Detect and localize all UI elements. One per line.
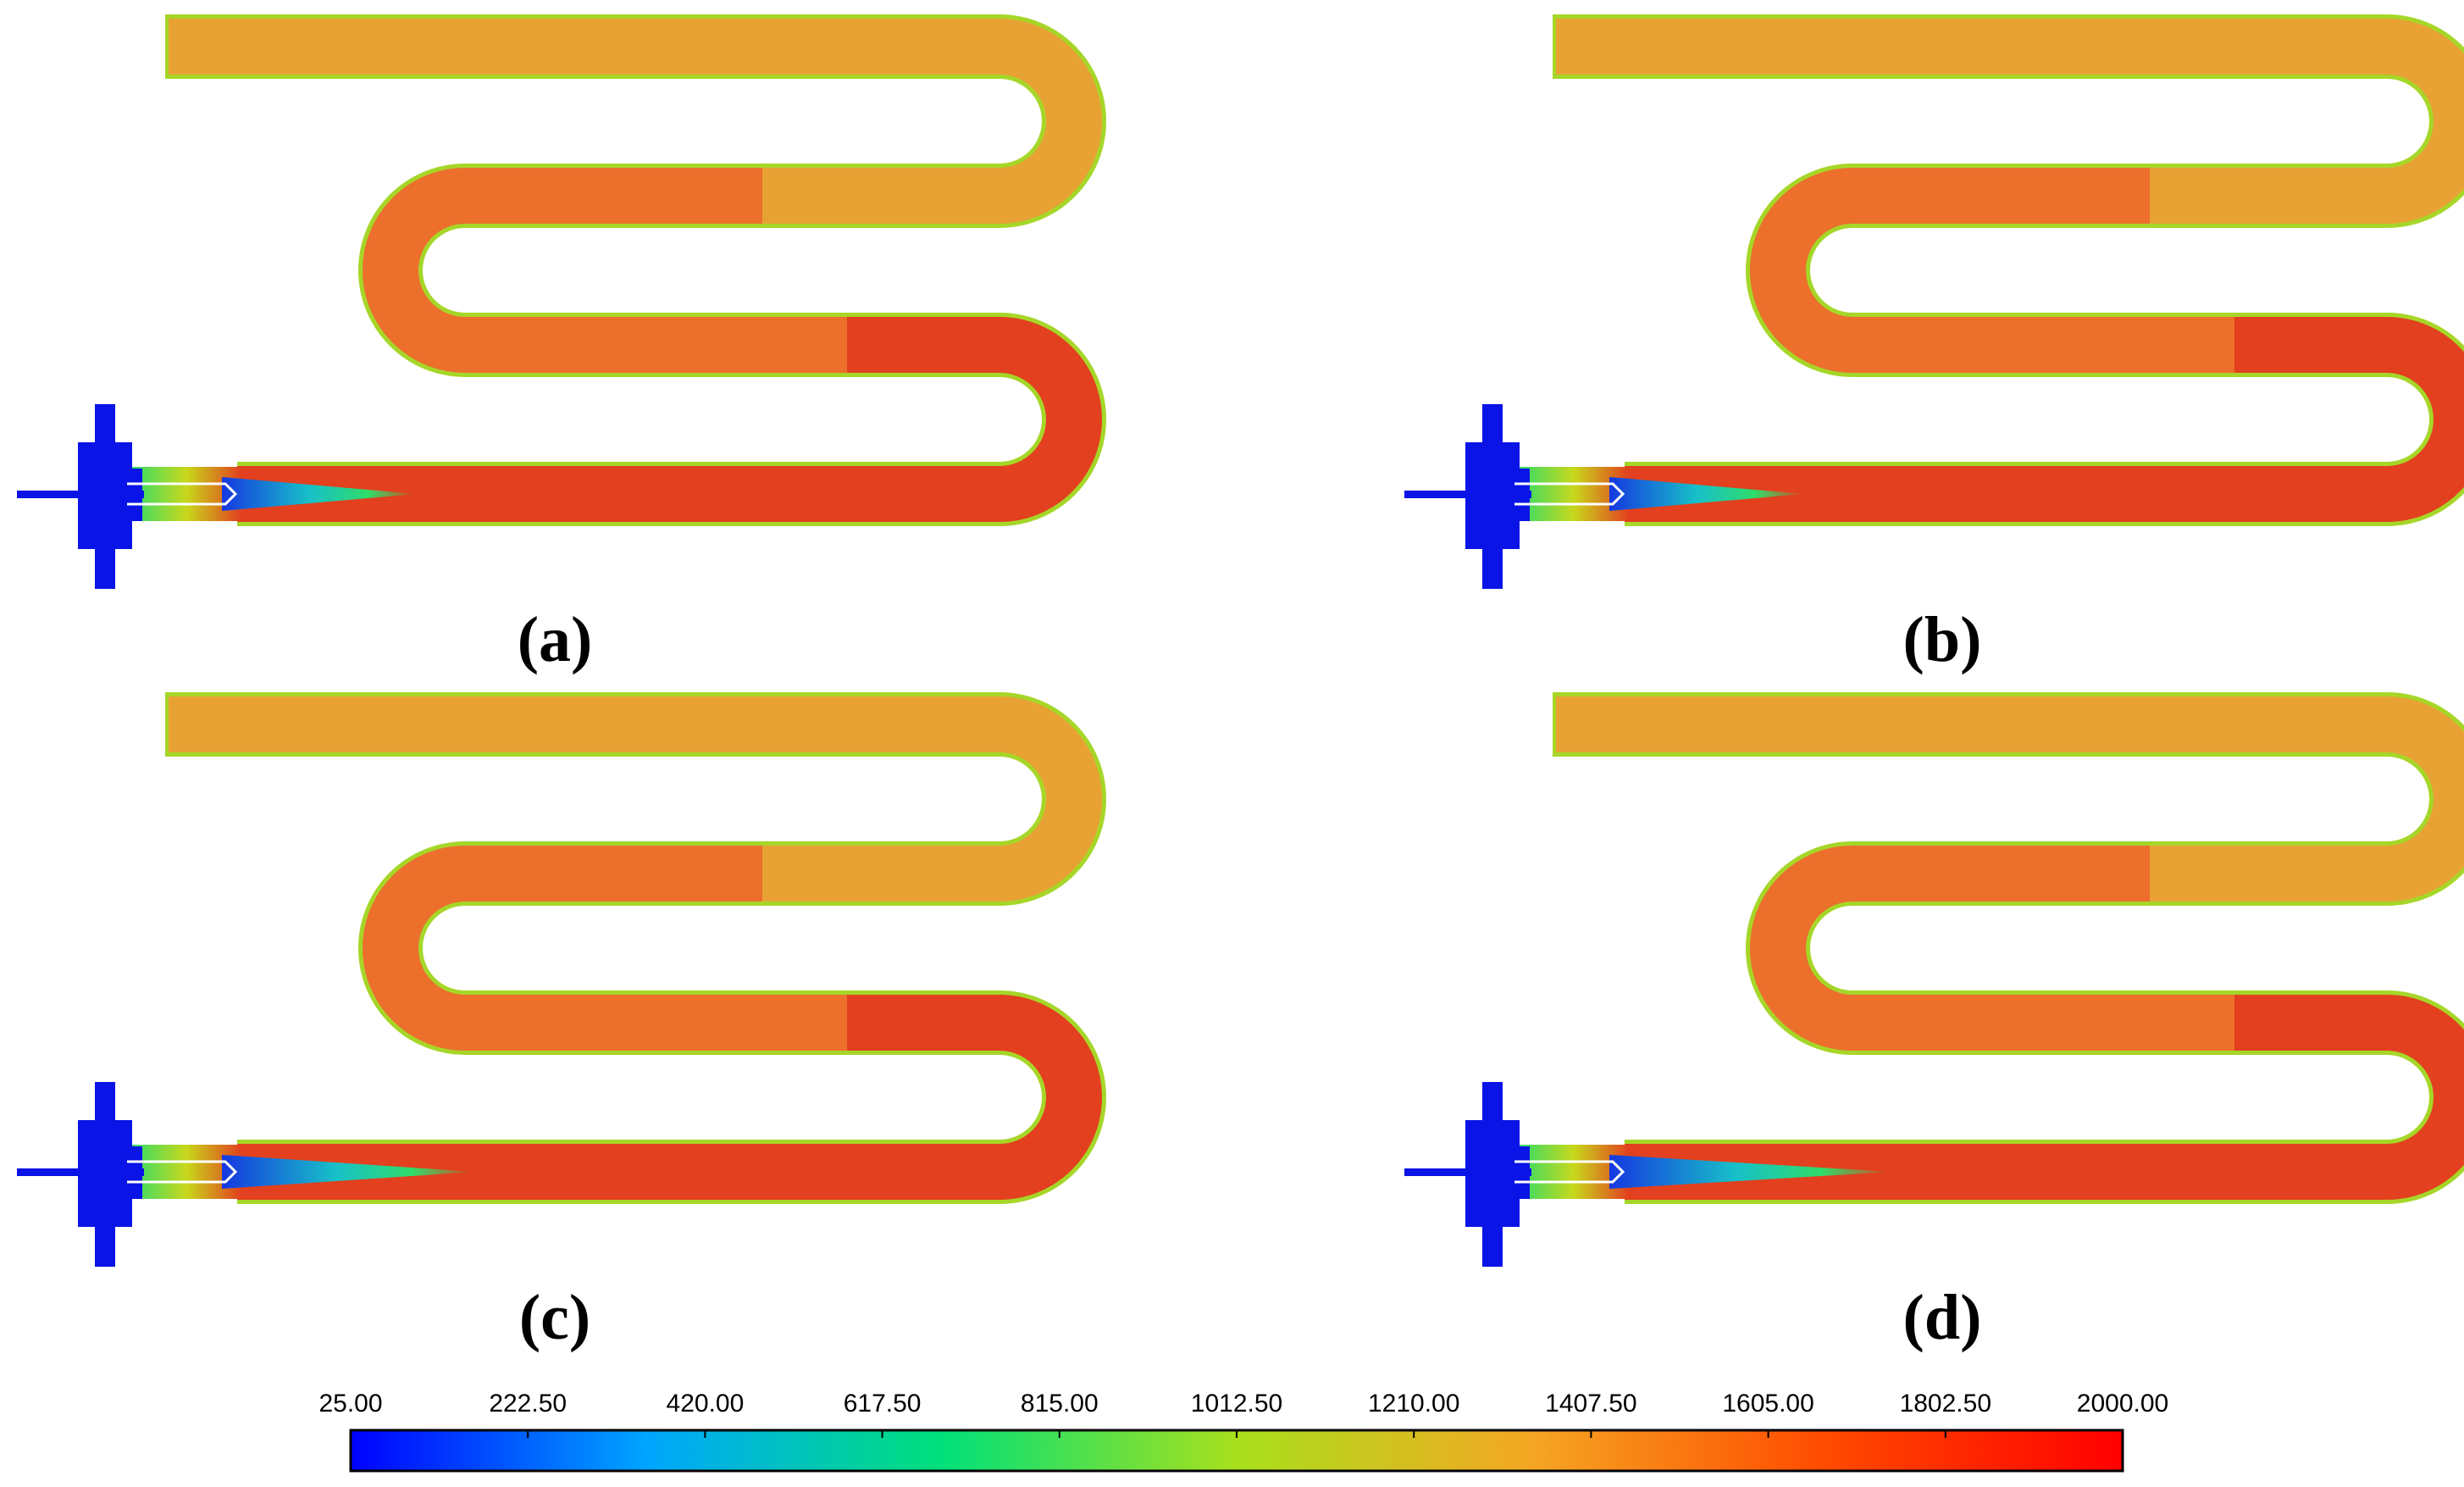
panel-d: (d): [1404, 692, 2464, 1353]
panel-a: (a): [17, 14, 1106, 675]
colorbar-tick-label: 1012.50: [1191, 1390, 1282, 1418]
colorbar-tick-label: 420.00: [667, 1390, 745, 1418]
serpentine-tube: [165, 14, 1106, 526]
colorbar-tick-label: 617.50: [844, 1390, 922, 1418]
serpentine-tube: [1553, 692, 2464, 1204]
panel-label-a: (a): [518, 604, 593, 675]
jet-core: [222, 477, 417, 511]
serpentine-tube: [1553, 14, 2464, 526]
jet-core: [1609, 477, 1804, 511]
panel-label-b: (b): [1903, 604, 1982, 675]
colorbar-tick-label: 1605.00: [1722, 1390, 1813, 1418]
colorbar-tick-label: 815.00: [1021, 1390, 1099, 1418]
colorbar-tick-label: 2000.00: [2077, 1390, 2168, 1418]
colorbar-tick-label: 1802.50: [1900, 1390, 1991, 1418]
burner-nozzle: [1404, 1082, 1625, 1267]
panel-label-c: (c): [519, 1282, 590, 1353]
burner-nozzle: [17, 404, 238, 589]
panel-c: (c): [17, 692, 1106, 1353]
colorbar-tick-label: 1407.50: [1545, 1390, 1636, 1418]
jet-core: [1609, 1155, 1892, 1189]
colorbar-gradient: [349, 1429, 2124, 1473]
colorbar: 25.00 222.50 420.00 617.50 815.00 1012.50 1210…: [318, 1390, 2168, 1473]
jet-core: [222, 1155, 475, 1189]
colorbar-tick-label: 1210.00: [1368, 1390, 1459, 1418]
panel-label-d: (d): [1903, 1282, 1982, 1353]
serpentine-tube: [165, 692, 1106, 1204]
panel-b: (b): [1404, 14, 2464, 675]
burner-nozzle: [1404, 404, 1625, 589]
burner-nozzle: [17, 1082, 238, 1267]
colorbar-tick-label: 222.50: [489, 1390, 567, 1418]
colorbar-tick-label: 25.00: [318, 1390, 382, 1418]
